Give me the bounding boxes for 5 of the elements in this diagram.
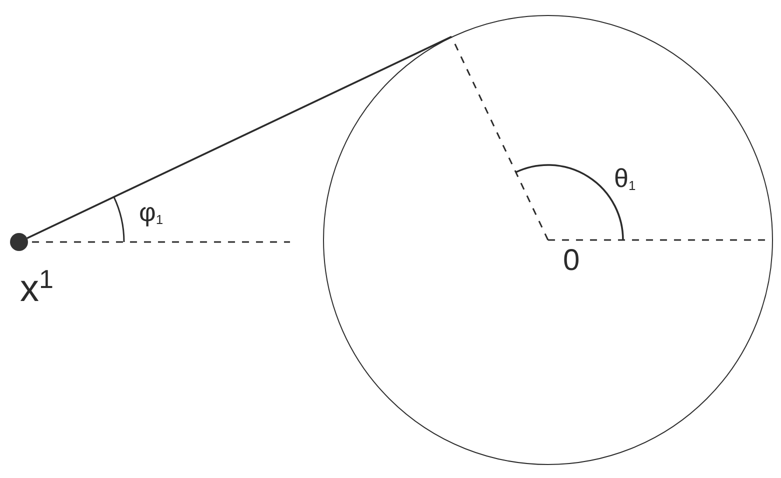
angle-label: θ$_{1}$ (614, 165, 636, 191)
angle-label: φ$_{1}$ (139, 199, 164, 225)
tangent-line (26, 36, 452, 239)
center-label: 0 (563, 246, 580, 276)
point-label: x$^{1}$ (20, 270, 54, 308)
